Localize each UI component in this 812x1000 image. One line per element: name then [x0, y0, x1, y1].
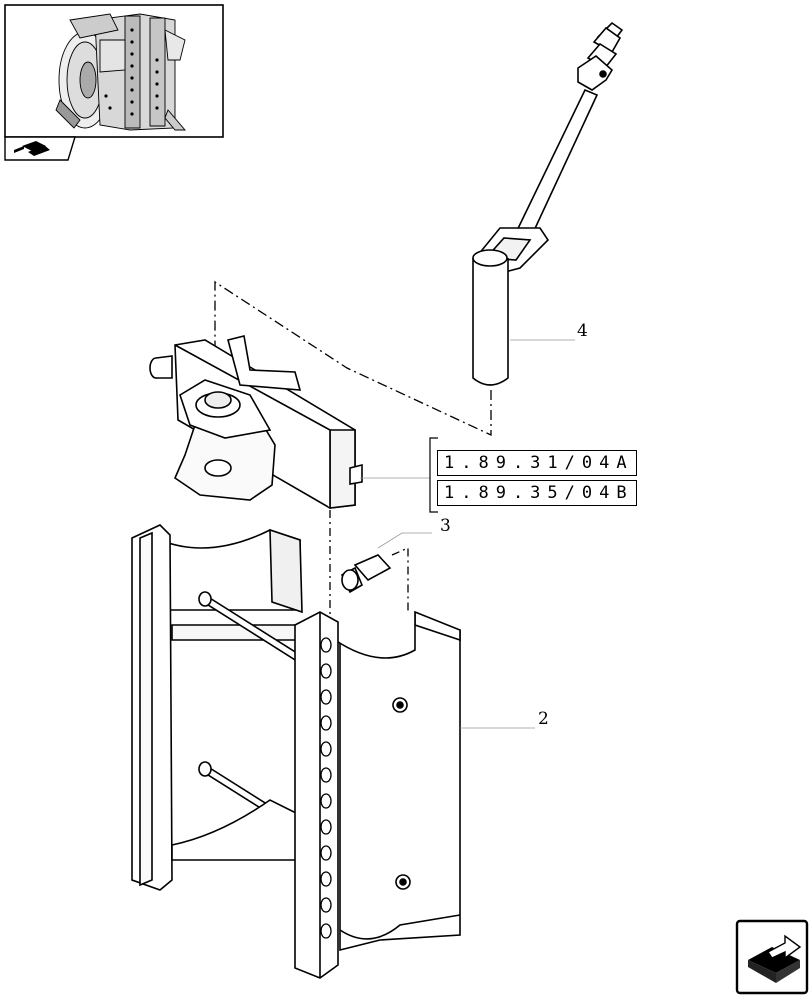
hitch-clevis — [149, 335, 363, 509]
rail-hole — [320, 663, 332, 679]
callout-2: 2 — [538, 709, 549, 729]
part-3-bolt — [340, 554, 392, 594]
reference-link-1[interactable]: 1.89.31/04A — [437, 450, 637, 476]
reference-bracket — [429, 437, 438, 513]
rail-holes — [320, 637, 332, 939]
rail-hole — [320, 715, 332, 731]
rail-hole — [320, 819, 332, 835]
rail-hole — [320, 897, 332, 913]
part-2-hitch-frame — [131, 524, 461, 979]
next-page-button[interactable] — [735, 919, 809, 995]
rail-hole — [320, 741, 332, 757]
reference-link-1-text: 1.89.31/04A — [444, 453, 634, 473]
callout-4: 4 — [577, 321, 588, 341]
part-4-lock-pin — [472, 21, 624, 386]
rail-hole — [320, 793, 332, 809]
leader-3 — [377, 532, 432, 549]
reference-link-2[interactable]: 1.89.35/04B — [437, 480, 637, 506]
rail-hole — [320, 845, 332, 861]
arrow-to-box-icon — [14, 141, 50, 156]
callout-3: 3 — [440, 516, 451, 536]
thumbnail-nav-tab[interactable] — [4, 136, 76, 161]
rail-hole — [320, 689, 332, 705]
rail-hole — [320, 871, 332, 887]
rail-hole — [320, 637, 332, 653]
rail-hole — [320, 767, 332, 783]
arrow-to-box-icon — [748, 934, 802, 983]
overview-thumbnail[interactable] — [4, 4, 224, 138]
reference-link-2-text: 1.89.35/04B — [444, 483, 634, 503]
rail-hole — [320, 923, 332, 939]
